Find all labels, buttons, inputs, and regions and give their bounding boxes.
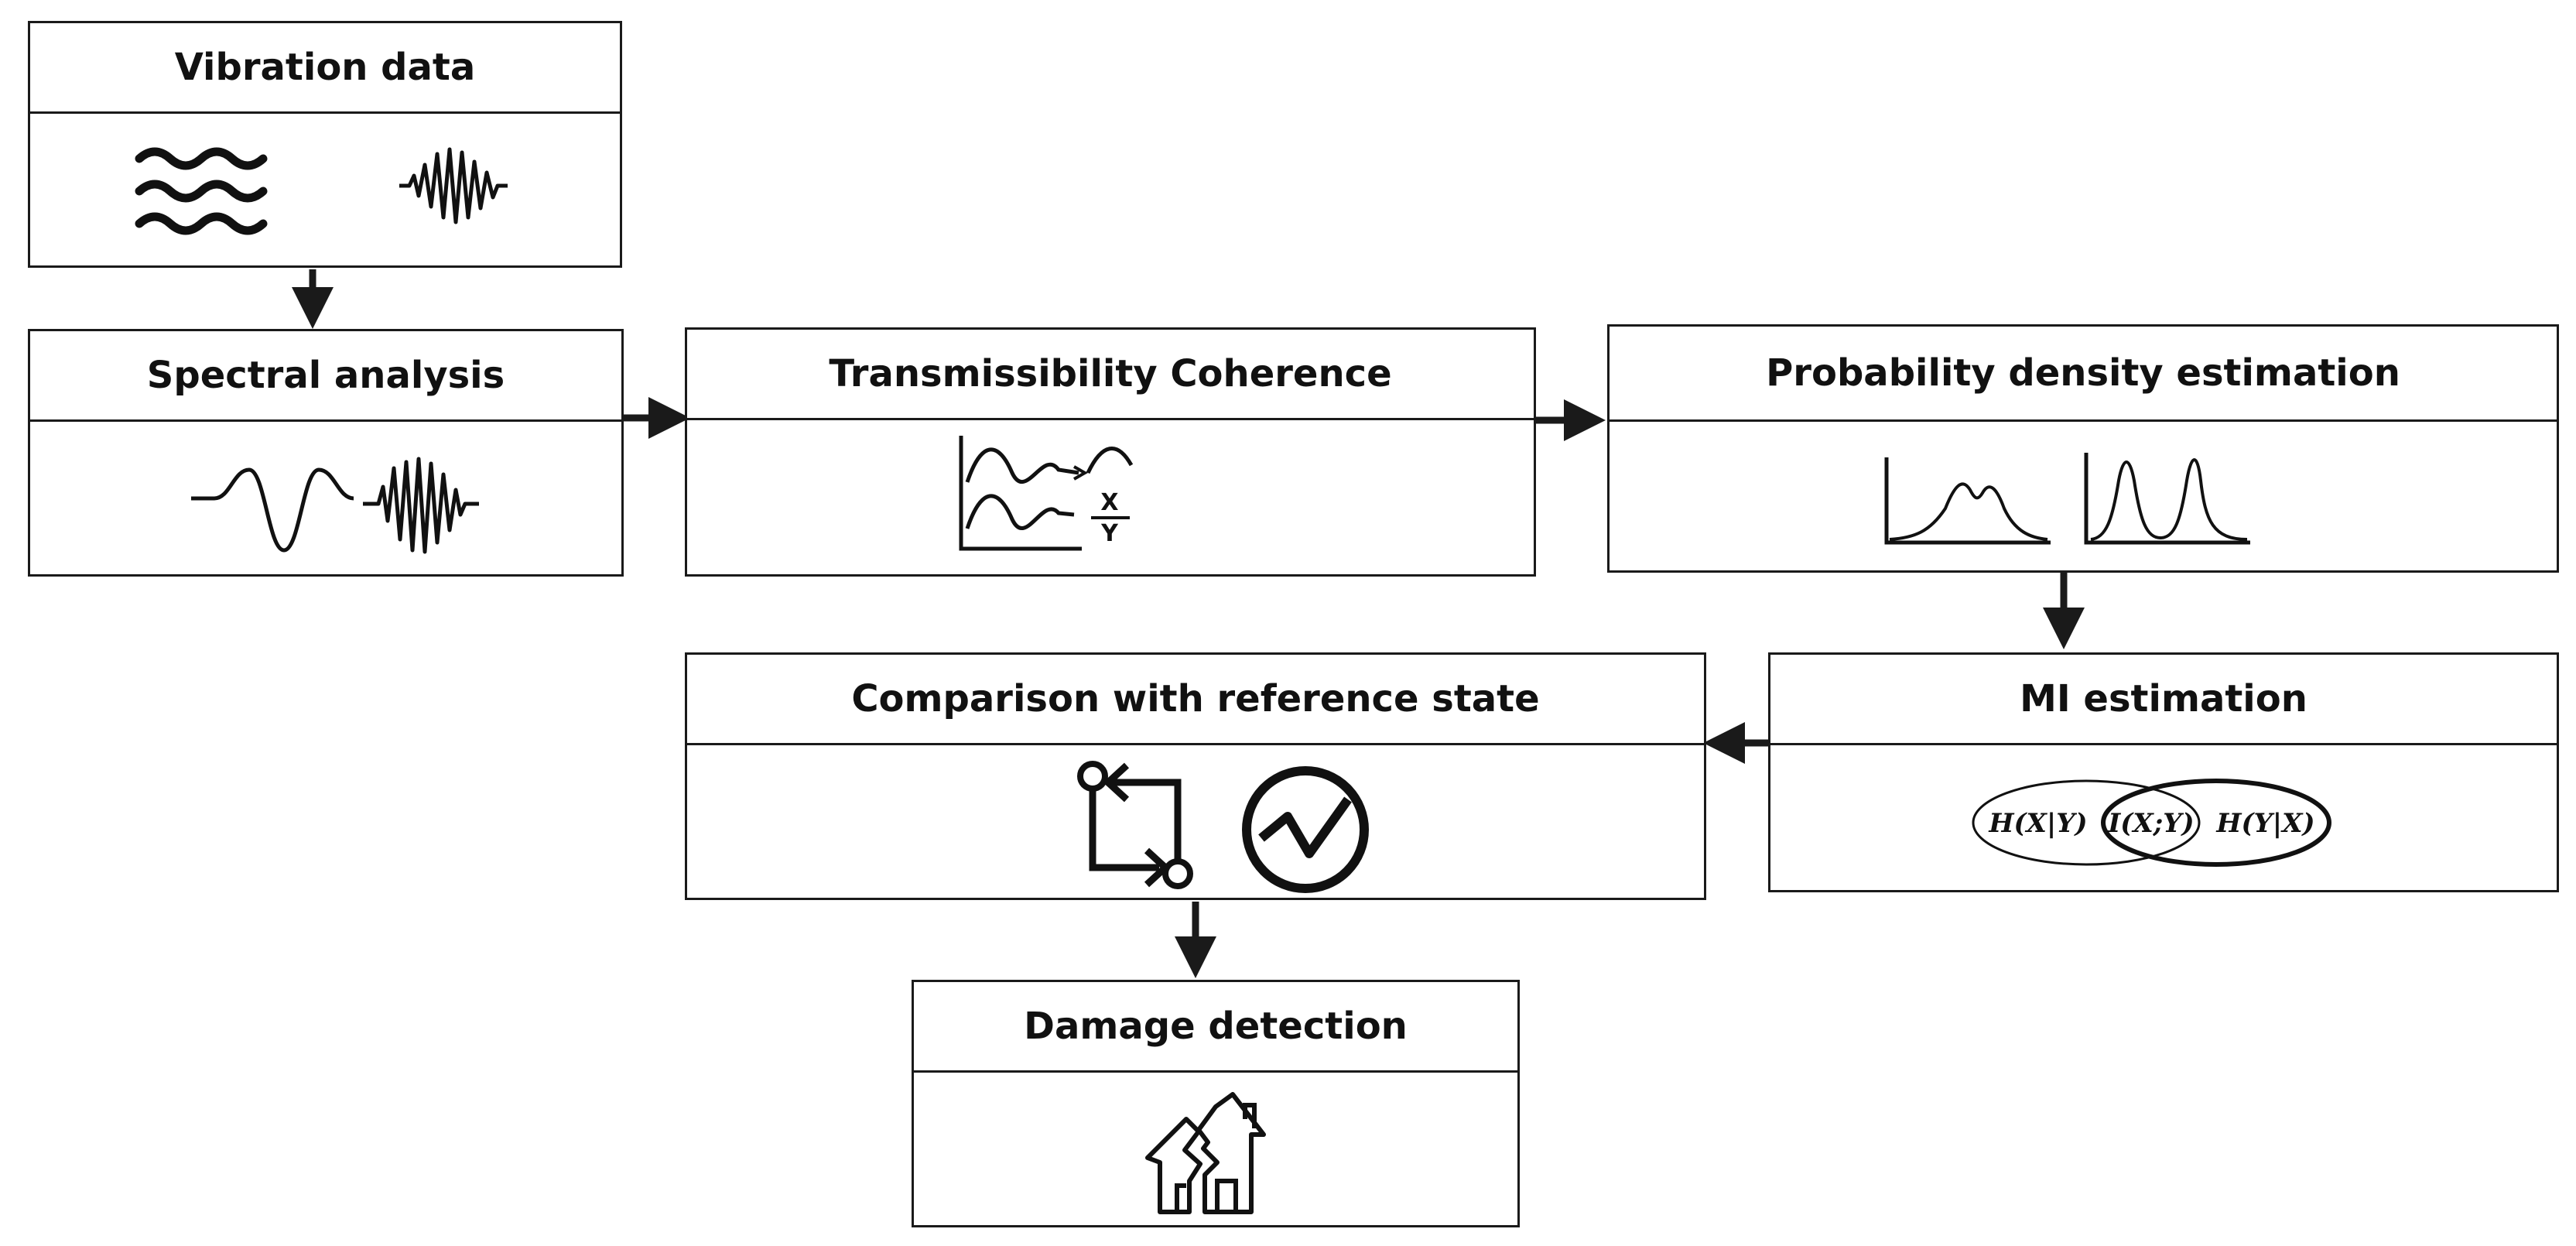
ratio-numerator: X	[1100, 489, 1118, 516]
probability-density-title: Probability density estimation	[1766, 351, 2400, 395]
comparison-reference-title: Comparison with reference state	[851, 677, 1540, 721]
mi-estimation-title: MI estimation	[2020, 677, 2307, 721]
mi-estimation-step: MI estimation H(X|Y) I(X;Y) H(Y|X)	[1768, 652, 2559, 892]
transmissibility-coherence-title: Transmissibility Coherence	[829, 352, 1392, 395]
venn-left-label: H(X|Y)	[1988, 808, 2087, 839]
density-curve-icon	[1884, 457, 2051, 545]
ratio-denominator: Y	[1100, 520, 1119, 547]
wave-pulse-icon	[191, 467, 354, 553]
broken-house-icon	[1145, 1092, 1266, 1214]
spectral-analysis-step: Spectral analysis	[28, 329, 624, 577]
venn-right-ellipse	[2101, 779, 2331, 867]
wave-burst-icon	[363, 457, 479, 554]
probability-density-step: Probability density estimation	[1607, 324, 2559, 573]
transmissibility-coherence-step: Transmissibility Coherence X Y	[685, 327, 1536, 577]
comparison-reference-step: Comparison with reference state	[685, 652, 1706, 900]
damage-detection-step: Damage detection	[912, 980, 1520, 1227]
density-peaks-icon	[2084, 453, 2250, 545]
signal-ratio-icon: X Y	[959, 436, 1134, 551]
spectral-analysis-title: Spectral analysis	[146, 354, 505, 397]
venn-center-label: I(X;Y)	[2107, 808, 2194, 839]
venn-diagram-icon: H(X|Y) I(X;Y) H(Y|X)	[1972, 779, 2331, 867]
damage-detection-title: Damage detection	[1024, 1005, 1408, 1048]
vibration-data-title: Vibration data	[174, 46, 476, 89]
venn-right-label: H(Y|X)	[2215, 808, 2314, 839]
compare-arrows-icon	[1077, 761, 1193, 889]
venn-left-ellipse	[1972, 779, 2201, 866]
vibration-data-step: Vibration data	[28, 21, 622, 268]
wave-lines-icon	[135, 147, 268, 235]
trend-circle-icon	[1242, 766, 1369, 893]
wave-burst-icon	[399, 147, 508, 224]
